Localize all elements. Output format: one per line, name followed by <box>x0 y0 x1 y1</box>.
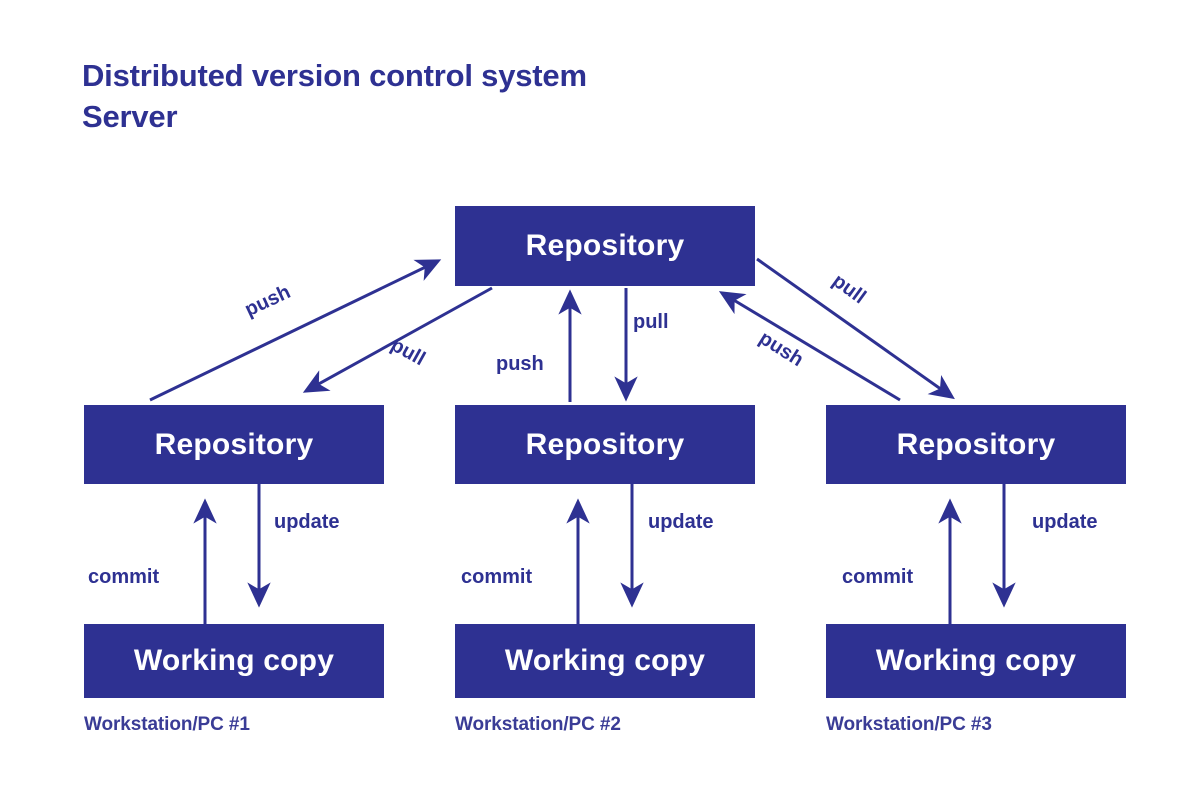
edge-label-right-pull: pull <box>828 269 870 309</box>
node-repository-2[interactable]: Repository <box>455 405 755 484</box>
edge-label-col2-update: update <box>648 511 714 533</box>
edge-label-col3-commit: commit <box>842 566 914 588</box>
edge-label-left-pull: pull <box>387 333 429 371</box>
edge-label-right-push: push <box>755 327 808 372</box>
edge-label-col1-update: update <box>274 511 340 533</box>
arrow-right-push <box>718 291 901 402</box>
edge-label-center-pull: pull <box>633 311 669 333</box>
node-server-repository[interactable]: Repository <box>455 206 755 286</box>
caption-workstation-2: Workstation/PC #2 <box>455 714 621 735</box>
node-working-copy-2[interactable]: Working copy <box>455 624 755 698</box>
edge-label-col1-commit: commit <box>88 566 160 588</box>
edge-label-left-push: push <box>241 280 294 322</box>
page-title: Distributed version control system Serve… <box>82 58 587 134</box>
edge-label-col2-commit: commit <box>461 566 533 588</box>
node-working-copy-1-label: Working copy <box>133 644 335 677</box>
caption-workstation-1: Workstation/PC #1 <box>84 714 250 735</box>
node-repository-3[interactable]: Repository <box>826 405 1126 484</box>
node-repository-1-label: Repository <box>154 427 314 461</box>
node-working-copy-3-label: Working copy <box>875 644 1077 677</box>
node-repository-3-label: Repository <box>896 427 1056 461</box>
edge-label-center-push: push <box>496 353 544 375</box>
arrow-left-push <box>149 259 442 402</box>
node-server-repository-label: Repository <box>525 229 685 262</box>
node-repository-2-label: Repository <box>525 427 685 461</box>
node-working-copy-3[interactable]: Working copy <box>826 624 1126 698</box>
node-working-copy-2-label: Working copy <box>504 644 706 677</box>
edge-label-col3-update: update <box>1032 511 1098 533</box>
node-repository-1[interactable]: Repository <box>84 405 384 484</box>
caption-workstation-3: Workstation/PC #3 <box>826 714 992 735</box>
node-working-copy-1[interactable]: Working copy <box>84 624 384 698</box>
